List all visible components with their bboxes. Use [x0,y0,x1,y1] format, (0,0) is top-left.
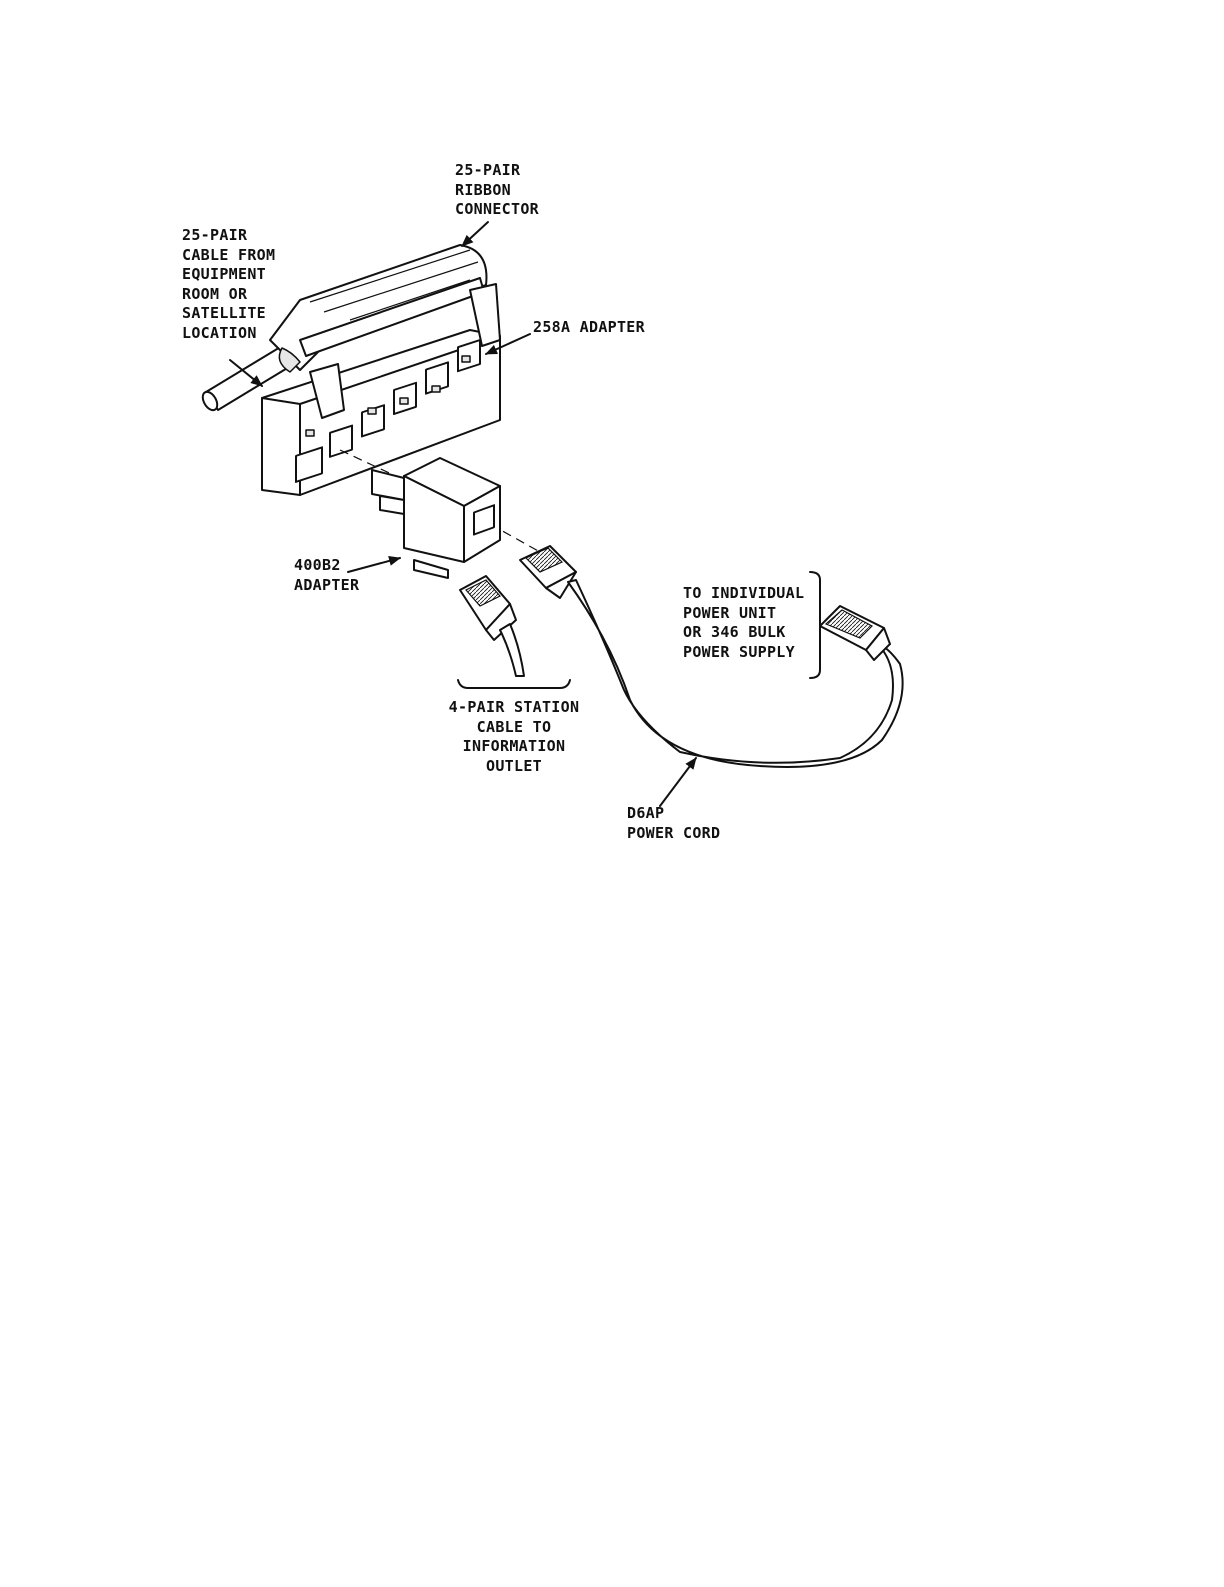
label-cable-from-equipment: 25-PAIR CABLE FROM EQUIPMENT ROOM OR SAT… [182,226,275,344]
station-cable-bracket [458,680,570,688]
power-cord-plug-far [820,606,890,660]
label-power-cord: D6AP POWER CORD [627,804,720,843]
label-400b2-adapter: 400B2 ADAPTER [294,556,359,595]
station-cable-plug [460,576,524,676]
label-258a-adapter: 258A ADAPTER [533,318,645,338]
label-power-unit: TO INDIVIDUAL POWER UNIT OR 346 BULK POW… [683,584,804,662]
label-station-cable: 4-PAIR STATION CABLE TO INFORMATION OUTL… [438,698,590,776]
label-ribbon-connector: 25-PAIR RIBBON CONNECTOR [455,161,539,220]
power-supply-bracket [810,572,820,678]
power-cord-plug-near [520,546,576,598]
